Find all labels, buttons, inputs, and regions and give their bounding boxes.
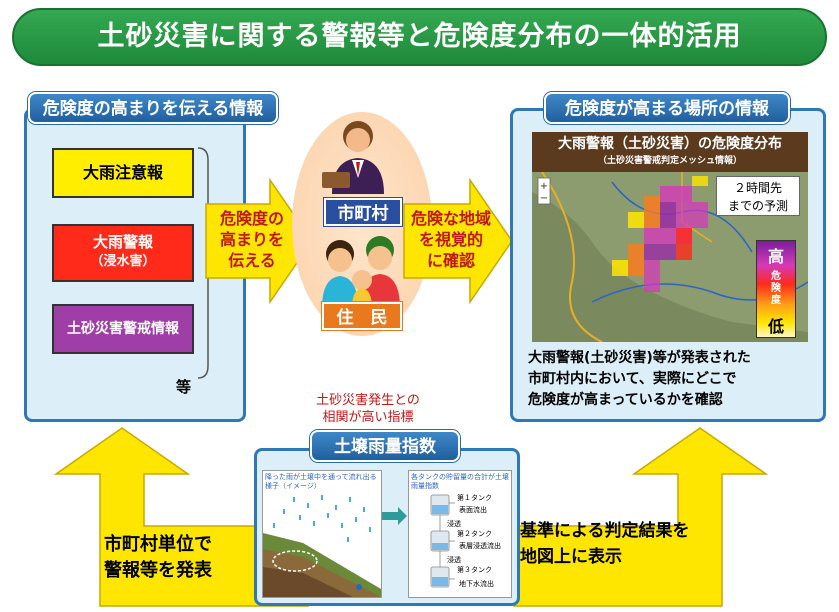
arrow-inform-text: 危険度の 高まりを 伝える (212, 208, 292, 271)
legend-low: 低 (767, 317, 784, 336)
soil-figure-right: 各タンクの貯留量の合計が土壌雨量指数 第１タンク 表面流出 浸透 第２タンク 表… (408, 470, 512, 598)
left-arrow-text: 市町村単位で 警報等を発表 (104, 534, 212, 581)
arrow-line: 危険な地域 (410, 209, 491, 228)
residents-icon (322, 236, 400, 308)
warning-box-sediment-alert: 土砂災害警戒情報 (52, 304, 194, 354)
arrow-line: 危険度の (219, 209, 284, 228)
warning-label: 土砂災害警戒情報 (67, 321, 179, 337)
infiltration-label: 浸透 (447, 556, 461, 564)
arrow-line: に確認 (426, 251, 475, 270)
risk-legend: 高 危険度 低 (756, 240, 796, 338)
svg-text:−: − (540, 193, 548, 204)
tank-label: 第２タンク (457, 530, 492, 538)
forecast-label: ２時間先 までの予測 (716, 176, 800, 216)
arrow-line: を視覚的 (418, 230, 483, 249)
soil-slope-illustration (263, 495, 381, 597)
right-panel-title: 危険度が高まる場所の情報 (544, 92, 790, 124)
bottom-note: 土砂災害発生との 相関が高い指標 (316, 393, 420, 425)
warning-box-heavy-rain-warning: 大雨警報 （浸水害） (52, 224, 194, 282)
legend-mid: 危険度 (771, 271, 781, 306)
soil-figure-left: 降った雨が土壌中を通って流れ出る様子（イメージ） (262, 470, 382, 598)
flow-label: 表面流出 (459, 506, 487, 514)
page-title: 土砂災害に関する警報等と危険度分布の一体的活用 (12, 8, 827, 66)
warning-sublabel: （浸水害） (90, 254, 156, 269)
arrow-up-right (513, 427, 769, 607)
soil-figure-right-caption: 各タンクの貯留量の合計が土壌雨量指数 (411, 473, 509, 490)
right-arrow-text: 基準による判定結果を 地図上に表示 (520, 521, 690, 567)
arrow-visualize (403, 178, 513, 304)
etc-label: 等 (176, 378, 192, 396)
infiltration-label: 浸透 (447, 520, 461, 528)
figure-link-arrow (382, 507, 407, 525)
municipality-label: 市町村 (324, 198, 402, 226)
flow-label: 表層浸透流出 (459, 542, 501, 550)
svg-text:+: + (540, 181, 548, 192)
municipal-official-icon (322, 121, 384, 194)
warning-label: 大雨注意報 (82, 163, 163, 182)
warning-box-heavy-rain-advisory: 大雨注意報 (52, 148, 194, 198)
flow-label: 地下水流出 (459, 580, 494, 588)
tank-model-illustration (430, 494, 455, 588)
map-subtitle: （土砂災害警戒判定メッシュ情報） (597, 156, 742, 166)
arrow-visualize-text: 危険な地域 を視覚的 に確認 (406, 208, 496, 271)
warning-label: 大雨警報 (92, 233, 153, 251)
map-title: 大雨警報（土砂災害）の危険度分布 (558, 136, 782, 152)
tank-label: 第３タンク (457, 566, 492, 574)
soil-index-title: 土壌雨量指数 (310, 430, 460, 462)
left-panel-title: 危険度の高まりを伝える情報 (28, 92, 278, 124)
legend-high: 高 (767, 247, 784, 266)
residents-label: 住 民 (322, 302, 402, 330)
arrow-line: 伝える (228, 251, 276, 270)
map-title-bar: 大雨警報（土砂災害）の危険度分布 （土砂災害警戒判定メッシュ情報） (532, 132, 808, 172)
right-panel-description: 大雨警報(土砂災害)等が発表された 市町村内において、実際にどこで 危険度が高ま… (528, 350, 751, 408)
tank-label: 第１タンク (457, 494, 492, 502)
soil-figure-left-caption: 降った雨が土壌中を通って流れ出る様子（イメージ） (265, 473, 377, 490)
arrow-line: 高まりを (219, 230, 284, 249)
arrow-inform (205, 178, 313, 304)
